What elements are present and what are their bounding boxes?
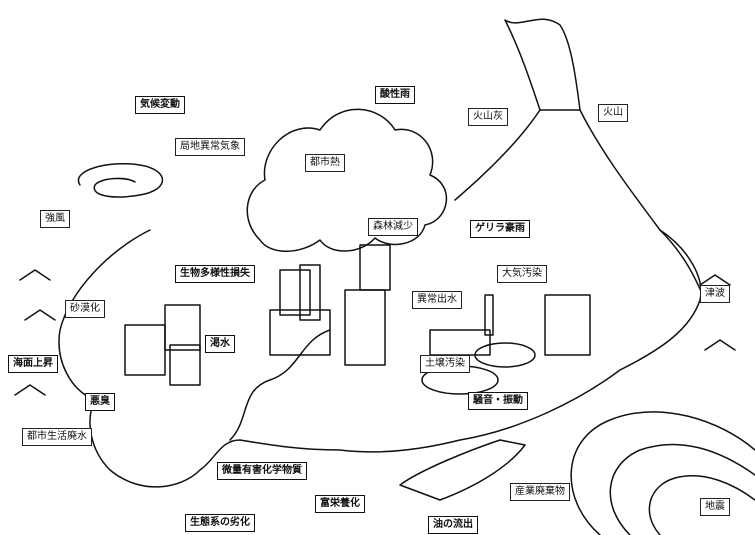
label-soil-pollution: 土壌汚染 <box>420 355 470 373</box>
label-sea-level-rise: 海面上昇 <box>8 355 58 373</box>
label-volcano: 火山 <box>598 104 628 122</box>
label-ecosystem-degradation: 生態系の劣化 <box>185 514 255 532</box>
island-outline <box>58 229 702 488</box>
building-6 <box>344 289 386 366</box>
label-water-shortage: 渇水 <box>205 335 235 353</box>
label-desertification: 砂漠化 <box>65 300 105 318</box>
building-5 <box>299 264 321 321</box>
label-abnormal-runoff: 異常出水 <box>412 291 462 309</box>
label-earthquake: 地震 <box>700 498 730 516</box>
building-2 <box>164 304 201 351</box>
label-acid-rain: 酸性雨 <box>375 86 415 104</box>
volcano-plume <box>504 18 581 111</box>
urban-heat-cloud <box>246 108 447 252</box>
label-oil-spill: 油の流出 <box>428 516 478 534</box>
label-industrial-waste: 産業廃棄物 <box>510 483 570 501</box>
label-eutrophication: 富栄養化 <box>315 495 365 513</box>
waves <box>14 269 736 396</box>
label-noise-vibration: 騒音・振動 <box>468 392 528 410</box>
label-bad-odor: 悪臭 <box>85 393 115 411</box>
label-urban-heat: 都市熱 <box>305 154 345 172</box>
earthquake-ripples <box>570 411 755 535</box>
label-biodiversity-loss: 生物多様性損失 <box>175 265 255 283</box>
label-strong-wind: 強風 <box>40 210 70 228</box>
tanker-ship <box>399 439 526 501</box>
building-1 <box>124 324 166 376</box>
smokestack <box>484 294 494 336</box>
building-7 <box>359 244 391 291</box>
label-volcanic-ash: 火山灰 <box>468 108 508 126</box>
label-trace-chemicals: 微量有害化学物質 <box>217 462 307 480</box>
building-3 <box>169 344 201 386</box>
warehouse <box>429 329 491 356</box>
label-local-weather: 局地異常気象 <box>175 138 245 156</box>
label-climate-change: 気候変動 <box>135 96 185 114</box>
river <box>229 329 331 441</box>
volcano <box>454 109 706 301</box>
label-tsunami: 津波 <box>700 285 730 303</box>
building-4 <box>279 269 311 316</box>
label-air-pollution: 大気汚染 <box>497 265 547 283</box>
storm-swirl <box>77 162 163 198</box>
label-deforestation: 森林減少 <box>368 218 418 236</box>
building-9 <box>544 294 591 356</box>
label-domestic-wastewater: 都市生活廃水 <box>22 428 92 446</box>
label-guerrilla-rain: ゲリラ豪雨 <box>470 220 530 238</box>
